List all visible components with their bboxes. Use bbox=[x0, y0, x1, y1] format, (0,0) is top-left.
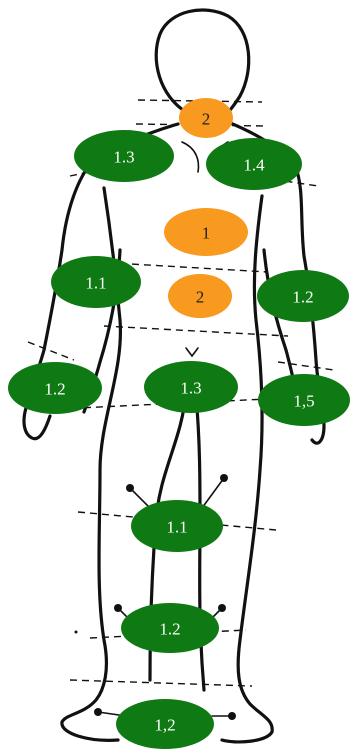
marker-neck-label: 2 bbox=[202, 110, 211, 129]
marker-chest-shape bbox=[164, 208, 248, 256]
pin-dot bbox=[220, 474, 228, 482]
collar-left-arc bbox=[181, 141, 200, 173]
pin-dot bbox=[126, 484, 134, 492]
marker-right-upper-arm: 1.2 bbox=[257, 270, 349, 322]
pin-dot bbox=[114, 604, 122, 612]
marker-right-upper-arm-label: 1.2 bbox=[292, 288, 313, 307]
marker-left-upper-arm: 1.1 bbox=[51, 256, 141, 308]
marker-abdomen-shape bbox=[168, 274, 232, 318]
marker-left-forearm-shape bbox=[8, 362, 102, 414]
groin-mark bbox=[185, 347, 199, 358]
marker-neck-shape bbox=[179, 98, 233, 138]
marker-left-forearm: 1.2 bbox=[8, 362, 102, 414]
marker-abdomen-label: 2 bbox=[196, 288, 205, 307]
marker-groin: 1.3 bbox=[144, 361, 238, 413]
forearm-line-right bbox=[277, 361, 335, 371]
marker-right-forearm: 1,5 bbox=[258, 374, 350, 426]
forearm-line-left bbox=[27, 341, 75, 361]
stray-dot bbox=[74, 630, 78, 634]
marker-left-upper-arm-label: 1.1 bbox=[85, 274, 106, 293]
marker-left-shoulder: 1.3 bbox=[74, 130, 174, 182]
marker-abdomen: 2 bbox=[168, 274, 232, 318]
head-outline bbox=[154, 8, 251, 118]
marker-neck: 2 bbox=[179, 98, 233, 138]
right-torso-leg-outline bbox=[220, 194, 274, 744]
pin-dot bbox=[218, 604, 226, 612]
marker-right-forearm-shape bbox=[258, 374, 350, 426]
marker-groin-shape bbox=[144, 361, 238, 413]
marker-left-forearm-label: 1.2 bbox=[44, 380, 65, 399]
marker-ankle-label: 1,2 bbox=[154, 716, 175, 735]
marker-calf: 1.2 bbox=[121, 603, 219, 653]
marker-chest: 1 bbox=[164, 208, 248, 256]
ankle-line bbox=[69, 679, 253, 687]
marker-right-upper-arm-shape bbox=[257, 270, 349, 322]
marker-left-upper-arm-shape bbox=[51, 256, 141, 308]
marker-calf-shape bbox=[121, 603, 219, 653]
waist-line bbox=[103, 325, 289, 337]
marker-calf-label: 1.2 bbox=[159, 620, 180, 639]
marker-knee-label: 1.1 bbox=[166, 518, 187, 537]
marker-right-shoulder: 1.4 bbox=[206, 138, 302, 190]
pin-dot bbox=[94, 708, 102, 716]
marker-right-shoulder-label: 1.4 bbox=[243, 156, 265, 175]
marker-ankle-shape bbox=[116, 699, 214, 749]
marker-ankle: 1,2 bbox=[116, 699, 214, 749]
marker-knee: 1.1 bbox=[131, 500, 223, 552]
marker-groin-label: 1.3 bbox=[180, 379, 201, 398]
marker-left-shoulder-shape bbox=[74, 130, 174, 182]
marker-right-shoulder-shape bbox=[206, 138, 302, 190]
marker-knee-shape bbox=[131, 500, 223, 552]
marker-right-forearm-label: 1,5 bbox=[293, 392, 314, 411]
marker-left-shoulder-label: 1.3 bbox=[113, 148, 134, 167]
markers-layer: 2 1.3 1.4 1 2 1.1 1.2 1.2 bbox=[8, 98, 350, 749]
pin-line bbox=[201, 477, 225, 509]
left-torso-leg-outline bbox=[60, 186, 123, 742]
pin-dot bbox=[228, 712, 236, 720]
marker-chest-label: 1 bbox=[202, 224, 211, 243]
